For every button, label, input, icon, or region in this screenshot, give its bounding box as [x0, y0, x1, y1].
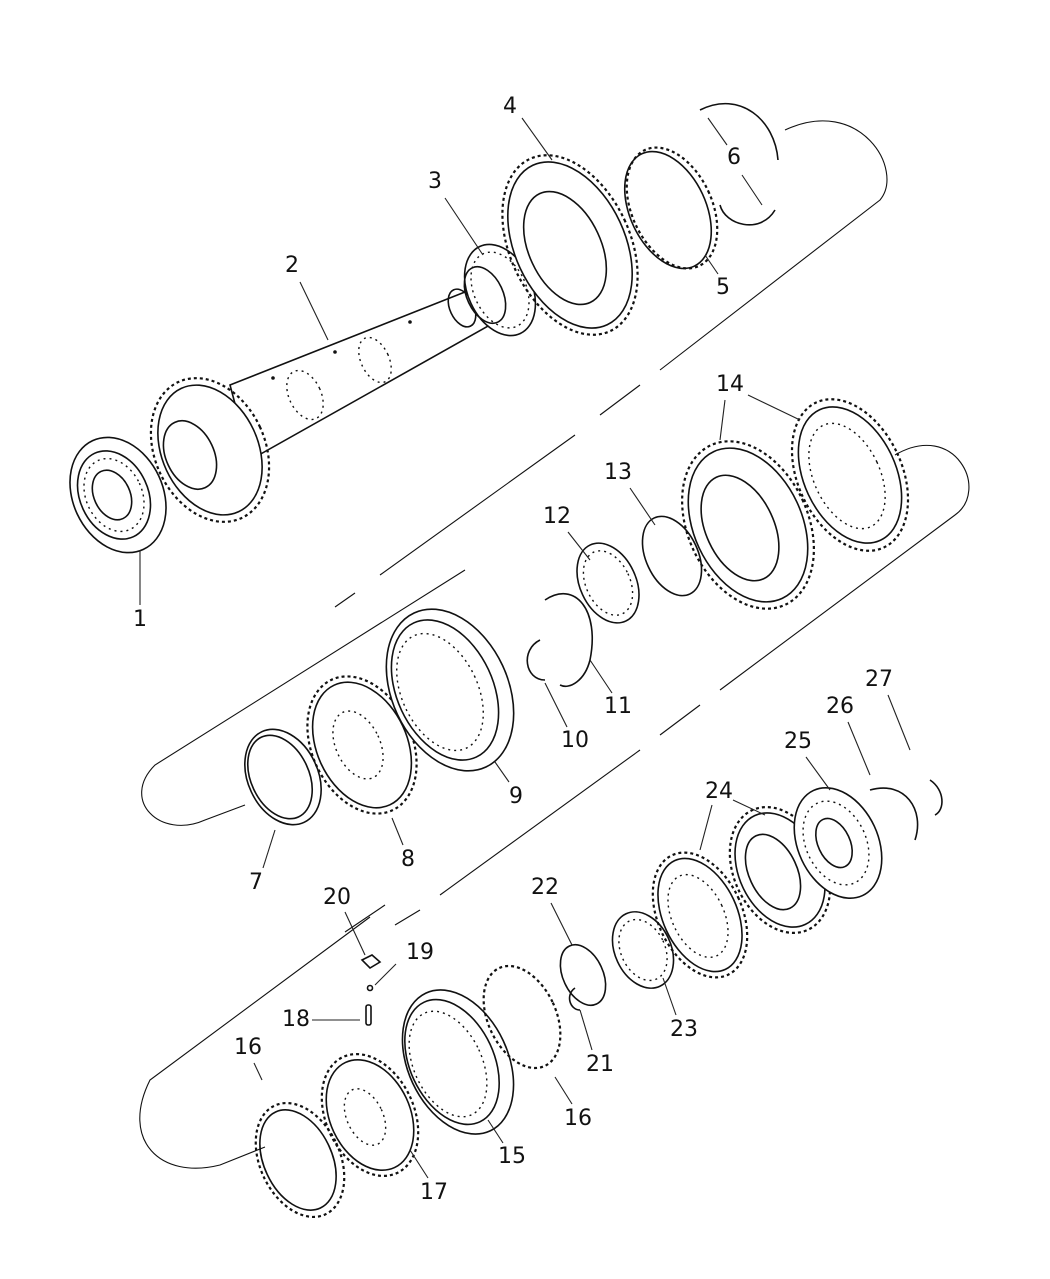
callout-7: 7: [249, 870, 263, 895]
callout-26: 26: [826, 694, 854, 719]
part-3-needle-bearing: [463, 243, 537, 337]
part-16-synchro-ring-right: [482, 964, 562, 1070]
callout-6: 6: [727, 145, 741, 170]
callout-2: 2: [285, 253, 299, 278]
part-21-snap-ring: [568, 987, 581, 1011]
part-27-clip: [929, 779, 943, 816]
callout-11: 11: [604, 694, 632, 719]
part-6-half-rings: [699, 102, 779, 226]
part-4-gear: [501, 154, 639, 336]
part-1-bearing: [69, 436, 167, 554]
part-16-synchro-ring-left: [254, 1101, 346, 1219]
callout-13: 13: [604, 460, 632, 485]
callout-16-left: 16: [234, 1035, 262, 1060]
callout-5: 5: [716, 275, 730, 300]
callout-4: 4: [503, 94, 517, 119]
part-18-spring: [365, 1004, 372, 1026]
part-12-needle-bearing: [576, 542, 640, 624]
group-outline-middle: [141, 444, 970, 926]
leader-lines: [139, 117, 911, 1179]
callout-24: 24: [705, 779, 733, 804]
callout-20: 20: [323, 885, 351, 910]
callout-15: 15: [498, 1144, 526, 1169]
part-25-bearing: [793, 786, 883, 900]
part-5-synchro-ring: [623, 146, 719, 270]
part-9-sleeve: [385, 608, 515, 772]
part-14-gear-pair: [681, 398, 910, 610]
part-23-needle-bearing: [611, 911, 675, 989]
callout-22: 22: [531, 875, 559, 900]
part-17-synchro-hub: [320, 1052, 420, 1178]
part-19-ball: [366, 984, 374, 992]
part-7-ring: [244, 728, 322, 826]
callout-12: 12: [543, 504, 571, 529]
part-2-mainshaft: [149, 288, 492, 523]
callout-23: 23: [670, 1017, 698, 1042]
callout-9: 9: [509, 784, 523, 809]
callout-18: 18: [282, 1007, 310, 1032]
callout-16-right: 16: [564, 1106, 592, 1131]
part-22-spacer-ring: [559, 943, 607, 1007]
part-11-snap-ring: [544, 593, 594, 687]
callout-8: 8: [401, 847, 415, 872]
callout-27: 27: [865, 667, 893, 692]
part-20-strut: [360, 954, 382, 970]
callout-21: 21: [586, 1052, 614, 1077]
callout-25: 25: [784, 729, 812, 754]
callout-17: 17: [420, 1180, 448, 1205]
part-15-sleeve: [401, 989, 515, 1135]
callout-3: 3: [428, 169, 442, 194]
part-13-spacer-ring: [641, 515, 703, 597]
callout-10: 10: [561, 728, 589, 753]
part-26-snap-ring: [869, 787, 919, 841]
part-24-gear-pair: [651, 806, 832, 979]
callout-14: 14: [716, 372, 744, 397]
callout-19: 19: [406, 940, 434, 965]
group-outline-upper: [334, 120, 888, 608]
callout-1: 1: [133, 607, 147, 632]
part-10-snap-ring: [526, 639, 546, 681]
